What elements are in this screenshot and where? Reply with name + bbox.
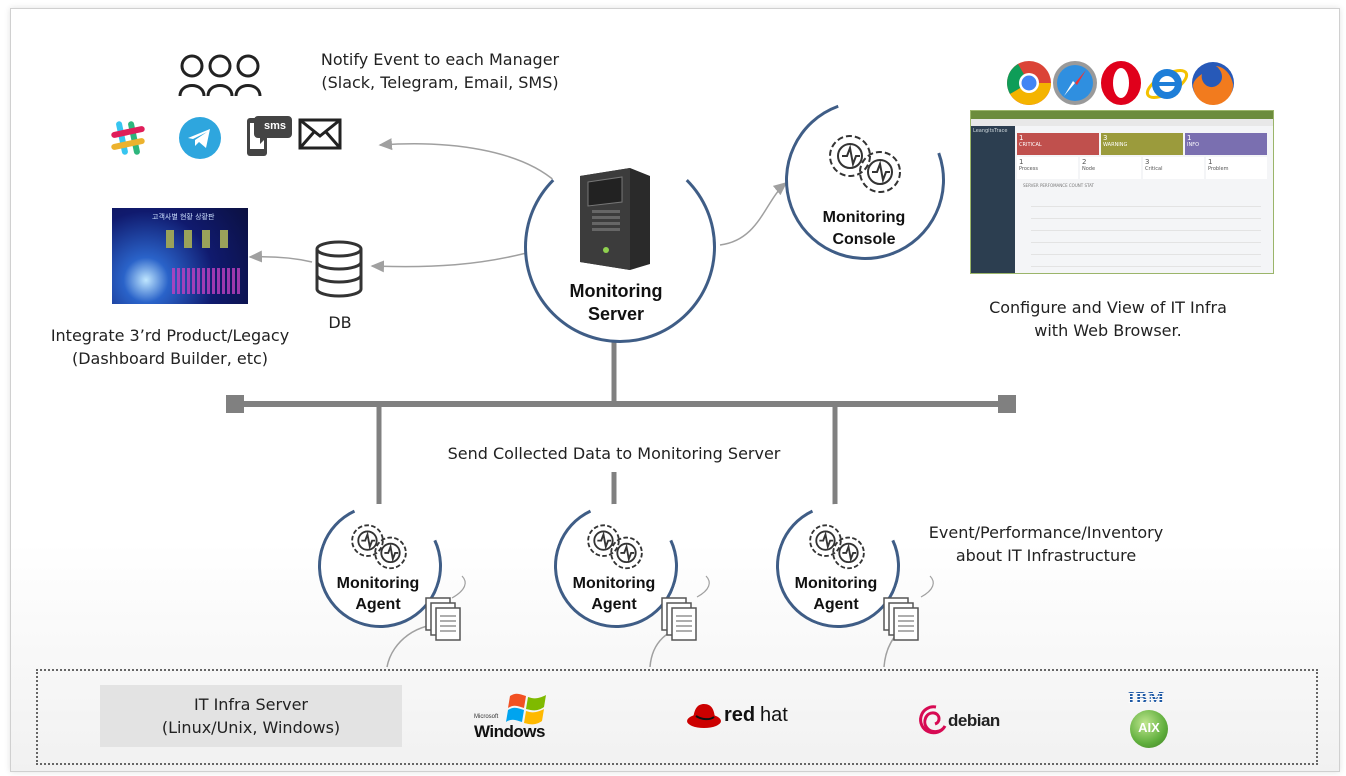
collected-documents-icon — [424, 596, 464, 650]
debian-swirl-icon — [919, 705, 947, 735]
windows-logo: Microsoft Windows — [472, 690, 552, 746]
infra-server-box: IT Infra Server (Linux/Unix, Windows) — [100, 685, 402, 747]
opera-icon — [1101, 61, 1141, 105]
aix-badge — [1130, 710, 1168, 748]
redhat-text-light: hat — [760, 704, 788, 726]
agent-label-line1: Monitoring — [794, 575, 878, 592]
agent-label-line1: Monitoring — [572, 575, 656, 592]
safari-icon — [1053, 61, 1097, 105]
console-stat-label: Critical — [1145, 166, 1163, 172]
agent-label-line1: Monitoring — [336, 575, 420, 592]
server-tower-icon — [580, 168, 650, 270]
collected-documents-icon — [660, 596, 700, 650]
console-stat-label: Problem — [1208, 166, 1229, 172]
docs-up-arrow-2 — [696, 575, 710, 598]
windows-text: Windows — [474, 722, 545, 741]
console-card-count: 3 — [1103, 134, 1108, 142]
agent-gears-icon — [346, 520, 412, 576]
db-label: DB — [328, 313, 352, 332]
internet-explorer-icon — [1145, 69, 1189, 99]
infra-line2: (Linux/Unix, Windows) — [161, 718, 341, 737]
infra-server-group — [36, 669, 1318, 765]
docs-up-arrow-3 — [920, 575, 934, 598]
integrate-caption-line1: Integrate 3’rd Product/Legacy — [50, 326, 290, 345]
sms-phone-icon: sms — [244, 112, 292, 160]
redhat-logo: red hat — [686, 698, 806, 734]
console-stat-label: Node — [1082, 166, 1096, 172]
inventory-caption-line2: about IT Infrastructure — [955, 546, 1137, 565]
integrate-caption-line2: (Dashboard Builder, etc) — [71, 349, 269, 368]
bus-end-right — [998, 395, 1016, 413]
browser-caption-line2: with Web Browser. — [1034, 321, 1182, 340]
database-icon — [315, 240, 363, 298]
console-stat-count: 1 — [1208, 158, 1213, 166]
chrome-icon — [1007, 61, 1051, 105]
debian-text: debian — [948, 711, 1000, 730]
gears-icon — [829, 135, 901, 193]
inventory-caption-line1: Event/Performance/Inventory — [928, 523, 1164, 542]
agent-label-line2: Agent — [591, 596, 637, 613]
console-stat-count: 2 — [1082, 158, 1087, 166]
console-card-count: 1 — [1019, 134, 1024, 142]
slack-icon — [111, 121, 145, 155]
agent-label-line2: Agent — [813, 596, 859, 613]
console-card-label: CRITICAL — [1019, 142, 1042, 148]
notify-caption-line1: Notify Event to each Manager — [320, 50, 560, 69]
email-icon — [298, 118, 342, 150]
telegram-icon — [179, 117, 221, 159]
server-label-line1: Monitoring — [569, 281, 663, 301]
arrow-db-to-dashboard — [248, 250, 313, 263]
firefox-icon — [1192, 62, 1234, 106]
windows-small-text: Microsoft — [474, 714, 499, 720]
console-stat-label: Process — [1019, 166, 1038, 172]
notify-caption-line2: (Slack, Telegram, Email, SMS) — [321, 73, 559, 92]
collected-documents-icon — [882, 596, 922, 650]
arrow-to-notify — [378, 138, 557, 183]
bus-end-left — [226, 395, 244, 413]
arrow-to-console — [719, 182, 788, 246]
debian-logo: debian — [918, 704, 1014, 740]
users-icon — [178, 54, 262, 97]
console-card-count: 1 — [1187, 134, 1192, 142]
redhat-hat-icon — [687, 704, 721, 728]
aix-text: AIX — [1138, 720, 1160, 735]
browser-caption-line1: Configure and View of IT Infra — [989, 298, 1227, 317]
server-label-line2: Server — [587, 304, 645, 324]
console-label-line2: Console — [832, 231, 896, 248]
browser-icons — [1006, 58, 1236, 108]
send-data-label: Send Collected Data to Monitoring Server — [406, 443, 822, 465]
infra-line1: IT Infra Server — [193, 695, 308, 714]
sms-badge-text: sms — [263, 120, 287, 132]
dashboard-title: 고객사별 현황 상황판 — [152, 213, 215, 221]
docs-up-arrow-1 — [451, 575, 466, 599]
console-label-line1: Monitoring — [822, 209, 906, 226]
console-chart-title: SERVER PERFOMANCE COUNT STAT — [1023, 183, 1094, 188]
dashboard-screenshot: 고객사별 현황 상황판 — [112, 208, 248, 304]
console-card-label: WARNING — [1103, 142, 1128, 148]
console-stat-count: 3 — [1145, 158, 1150, 166]
ibm-aix-logo: IBM AIX — [1124, 688, 1176, 754]
console-stat-count: 1 — [1019, 158, 1024, 166]
agent-gears-icon — [582, 520, 648, 576]
agent-label-line2: Agent — [355, 596, 401, 613]
windows-flag-icon — [506, 693, 546, 725]
console-card-label: INFO — [1187, 142, 1200, 148]
agent-gears-icon — [804, 520, 870, 576]
redhat-text-bold: red — [724, 704, 756, 726]
arrow-to-db — [370, 249, 539, 273]
ibm-text: IBM — [1128, 688, 1165, 707]
console-brand: LeangitsTrace — [973, 128, 1008, 134]
